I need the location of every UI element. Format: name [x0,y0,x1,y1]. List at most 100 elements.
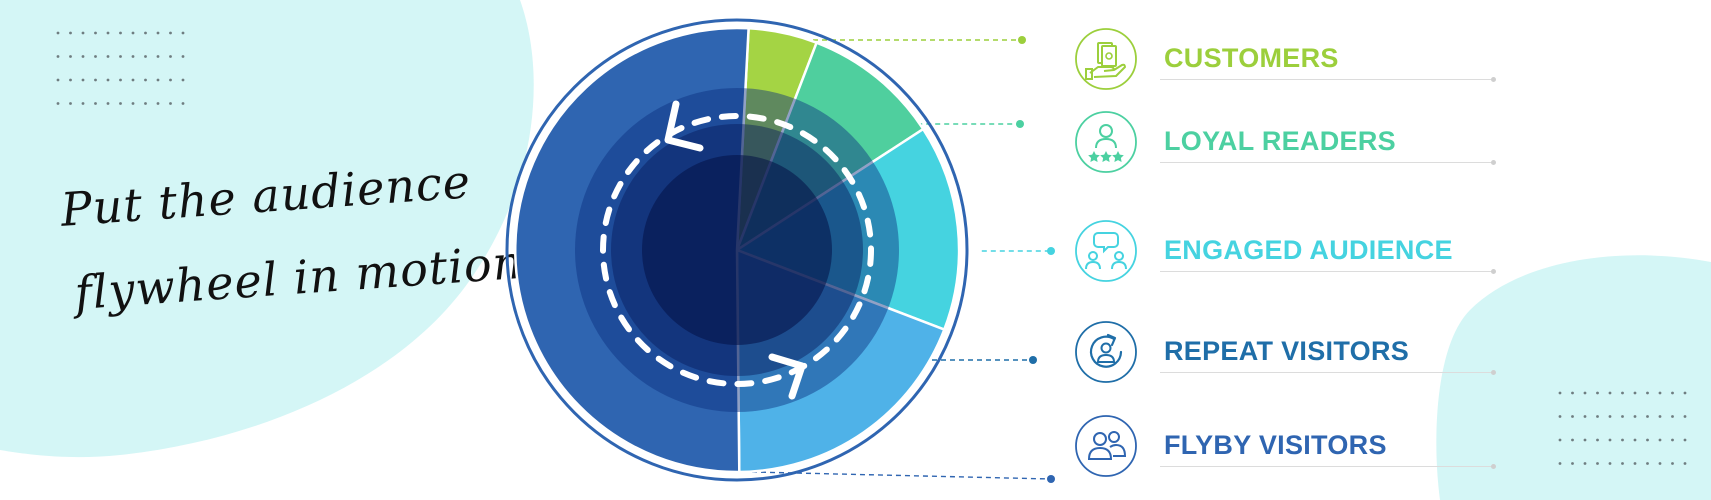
dot [1633,391,1637,395]
dot [131,55,135,58]
outer-ring [505,18,969,482]
dot-grid-bottom-right [1558,391,1687,465]
legend-label-engaged-audience: ENGAGED AUDIENCE [1164,235,1453,265]
dot [1558,438,1562,442]
connector-dot [1016,120,1024,128]
legend-item-repeat-visitors: REPEAT VISITORS [1074,320,1496,390]
depth-ring-inner [642,155,832,345]
legend-item-engaged-audience: ENGAGED AUDIENCE [1074,219,1496,289]
return-user-icon [1075,321,1137,383]
dot [156,55,160,58]
dot [1596,415,1599,418]
dot [1671,415,1674,418]
pie-slice-flyby-visitors [514,26,750,474]
dot [131,78,135,82]
dot-grid-top-left [56,31,185,105]
dot [156,102,160,105]
dot [94,78,97,82]
dot [1621,415,1624,418]
dot [1583,438,1587,442]
dot [1683,391,1687,395]
dot [181,78,185,82]
dot [1646,438,1649,442]
dot [169,102,172,105]
dot [106,78,110,82]
connector-dot [1018,36,1026,44]
dot [1558,391,1562,395]
dot [1671,438,1674,442]
dot [1646,391,1649,395]
dot [1571,415,1574,418]
dot [131,102,135,105]
dot [1583,391,1587,395]
dot [156,31,160,35]
dot [1608,438,1612,442]
dot [56,55,60,58]
right-background-blob [1436,255,1711,500]
dot [69,78,72,82]
dot [81,31,85,35]
dot [81,55,85,58]
dot [69,55,72,58]
dot [119,31,122,35]
dot [1558,462,1562,465]
dot [1633,415,1637,418]
dot [56,78,60,82]
dot [1621,438,1624,442]
legend-label-flyby-visitors: FLYBY VISITORS [1164,430,1387,460]
dot [1671,462,1674,465]
dot [1646,415,1649,418]
dot [119,55,122,58]
dot [1621,462,1624,465]
dot [1633,438,1637,442]
dot [81,102,85,105]
dot [1683,438,1687,442]
dot [131,31,135,35]
dot [1571,462,1574,465]
dot [169,55,172,58]
legend-divider [1160,269,1496,274]
dot [1608,415,1612,418]
cycle-arrow [600,100,874,400]
dot [144,55,147,58]
money-hand-icon [1075,28,1137,90]
legend-item-flyby-visitors: FLYBY VISITORS [1074,414,1496,484]
legend-divider [1160,77,1496,82]
dot [94,102,97,105]
dot [1658,391,1662,395]
dot [1633,462,1637,465]
dot [1596,391,1599,395]
person-stars-icon [1075,111,1137,173]
connector-dot [1029,356,1037,364]
dot [1621,391,1624,395]
cycle-arrowhead-bottom-icon [768,353,806,400]
legend-divider [1160,464,1496,469]
dot [69,31,72,35]
dot [1658,415,1662,418]
dot [119,102,122,105]
dot [1608,462,1612,465]
inner-depth-rings [575,88,899,412]
dot [181,31,185,35]
dot [181,55,185,58]
dot [1571,391,1574,395]
dot [1646,462,1649,465]
dot [81,78,85,82]
connector-line [751,471,1052,480]
legend-item-loyal-readers: LOYAL READERS [1074,110,1496,180]
conversation-people-icon [1075,220,1137,282]
legend-divider [1160,370,1496,375]
dot [106,102,110,105]
legend-label-customers: CUSTOMERS [1164,43,1339,73]
dot [1671,391,1674,395]
dot [1608,391,1612,395]
dot [169,31,172,35]
dot [56,102,60,105]
dot [106,31,110,35]
dot [1558,415,1562,418]
user-group-icon [1075,415,1137,477]
dot [144,102,147,105]
